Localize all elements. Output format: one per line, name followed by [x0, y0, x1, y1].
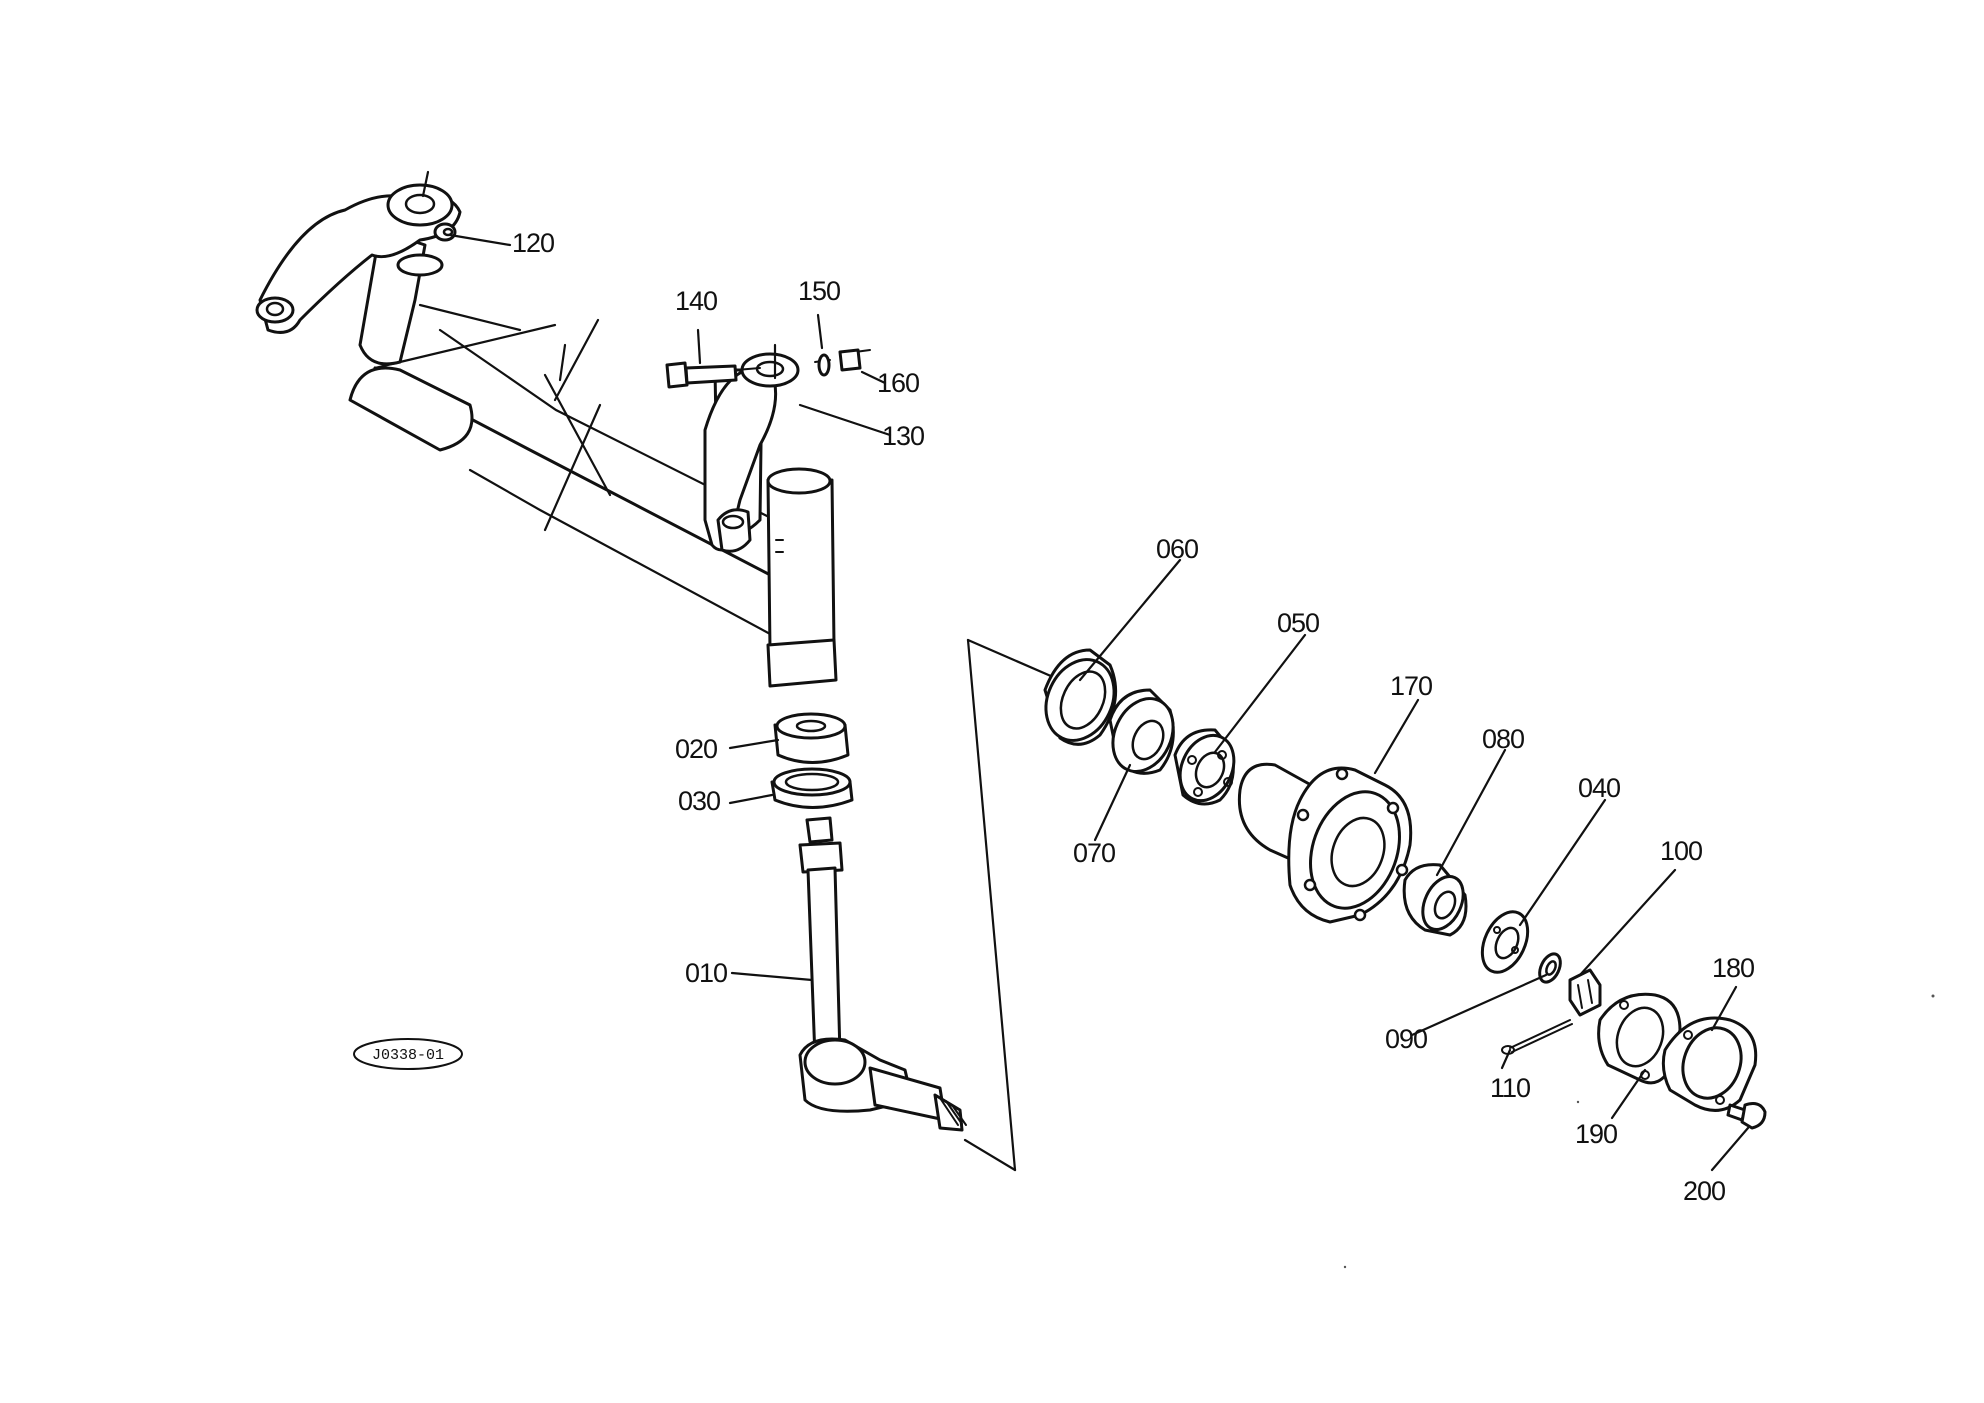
- part-170-hub: [1237, 762, 1413, 924]
- callout-140: 140: [675, 286, 717, 316]
- callout-020: 020: [675, 734, 717, 764]
- callout-180: 180: [1712, 953, 1754, 983]
- bolt-assembly: [665, 348, 871, 389]
- callout-110: 110: [1490, 1073, 1530, 1103]
- part-130-steering-arm: [703, 343, 838, 688]
- callout-120: 120: [512, 228, 554, 258]
- part-100-castle-nut: [1568, 968, 1602, 1017]
- callout-160: 160: [877, 368, 919, 398]
- callout-130: 130: [882, 421, 924, 451]
- callout-170: 170: [1390, 671, 1432, 701]
- part-050-ball-bearing: [1173, 728, 1236, 806]
- drawing-code-badge: J0338-01: [353, 1038, 463, 1070]
- callout-150: 150: [798, 276, 840, 306]
- scan-specks: [1343, 994, 1935, 1269]
- part-010-knuckle: [798, 816, 967, 1132]
- callout-100: 100: [1660, 836, 1702, 866]
- drawing-code: J0338-01: [372, 1047, 444, 1064]
- callout-060: 060: [1156, 534, 1198, 564]
- callout-070: 070: [1073, 838, 1115, 868]
- leader-lines: [448, 233, 1750, 1172]
- part-060-oil-seal: [1043, 648, 1118, 746]
- part-180-hub-cap: [1661, 1016, 1758, 1112]
- assembly-bracket: [963, 638, 1062, 1172]
- callout-190: 190: [1575, 1119, 1617, 1149]
- callout-labels: 120 140 150 160 130 020 030 010 060 070 …: [512, 228, 1755, 1206]
- callout-200: 200: [1683, 1176, 1725, 1206]
- callout-040: 040: [1578, 773, 1620, 803]
- part-120-knuckle-arm: [255, 170, 462, 366]
- axle-beam: [348, 303, 782, 637]
- part-080-collar: [1402, 863, 1468, 937]
- part-020-bearing: [773, 712, 850, 764]
- part-200-bolt: [1726, 1102, 1767, 1130]
- part-070-bearing: [1108, 688, 1175, 775]
- callout-010: 010: [685, 958, 727, 988]
- callout-030: 030: [678, 786, 720, 816]
- callout-090: 090: [1385, 1024, 1427, 1054]
- part-040-outer-bearing: [1480, 910, 1530, 974]
- callout-050: 050: [1277, 608, 1319, 638]
- callout-080: 080: [1482, 724, 1524, 754]
- part-090-washer: [1538, 952, 1562, 984]
- part-030-seal: [770, 767, 854, 809]
- part-110-cotter-pin: [1501, 1019, 1573, 1055]
